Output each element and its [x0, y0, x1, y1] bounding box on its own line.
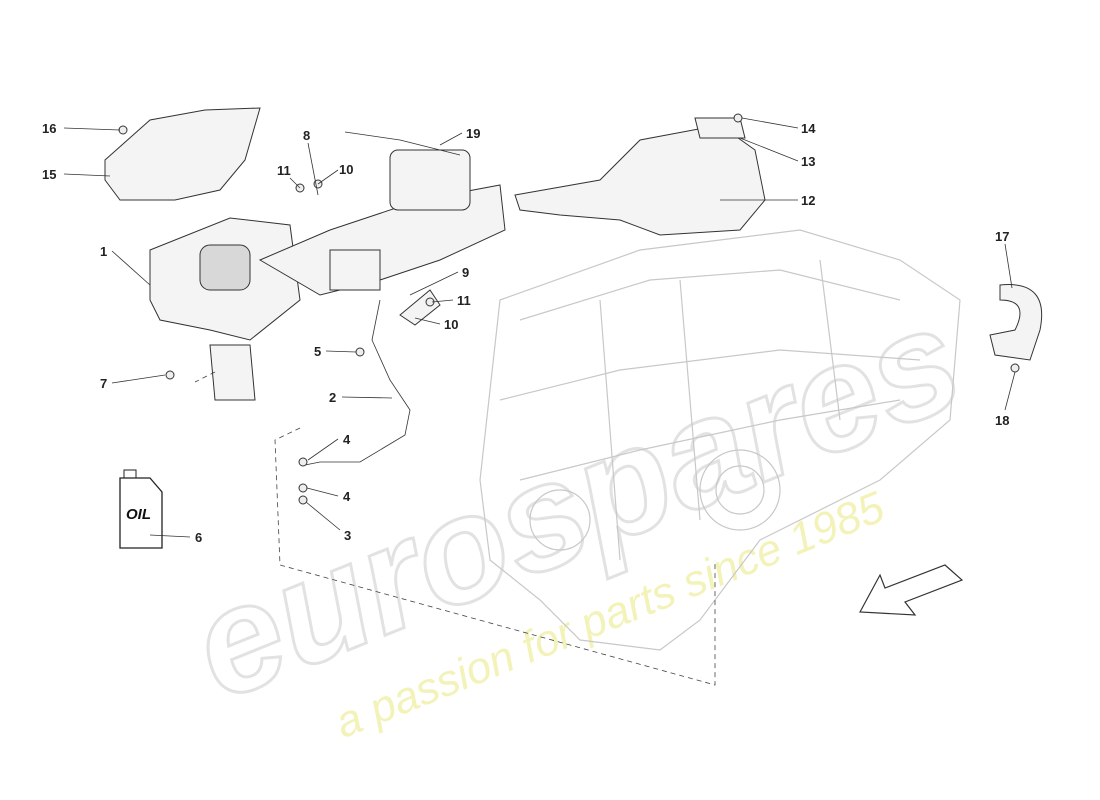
callout-13: 13 [801, 154, 815, 169]
callout-10: 10 [444, 317, 458, 332]
callout-6: 6 [195, 530, 202, 545]
actuator-unit [149, 149, 506, 401]
callout-5: 5 [314, 344, 321, 359]
callout-11: 11 [277, 163, 291, 178]
callout-7: 7 [100, 376, 107, 391]
callout-12: 12 [801, 193, 815, 208]
direction-arrow [859, 564, 964, 616]
oil-label: OIL [126, 506, 151, 523]
cable-19 [344, 131, 461, 156]
callout-14: 14 [801, 121, 816, 136]
leader-lines [63, 117, 1016, 538]
callout-2: 2 [329, 390, 336, 405]
heat-shield [514, 124, 766, 236]
callout-16: 16 [42, 121, 56, 136]
callout-15: 15 [42, 167, 56, 182]
watermark: eurospares a passion for parts since 198… [168, 271, 984, 748]
callout-11: 11 [457, 293, 471, 308]
callout-1: 1 [100, 244, 107, 259]
gasket-17 [989, 284, 1043, 361]
callout-8: 8 [303, 128, 310, 143]
callout-4: 4 [343, 432, 351, 447]
bracket-9 [399, 289, 441, 326]
bracket-13 [694, 117, 746, 139]
callouts: 16 15 1 7 8 11 10 19 9 11 10 5 2 4 4 3 6… [42, 121, 1009, 545]
callout-18: 18 [995, 413, 1009, 428]
callout-17: 17 [995, 229, 1009, 244]
callout-19: 19 [466, 126, 480, 141]
oil-bottle: OIL [119, 469, 163, 549]
pipe-2 [304, 299, 411, 466]
callout-10: 10 [339, 162, 353, 177]
callout-4: 4 [343, 489, 351, 504]
shield-15 [104, 107, 261, 201]
assembly-outline [274, 427, 716, 686]
callout-3: 3 [344, 528, 351, 543]
callout-9: 9 [462, 265, 469, 280]
gearbox-housing [479, 229, 961, 651]
